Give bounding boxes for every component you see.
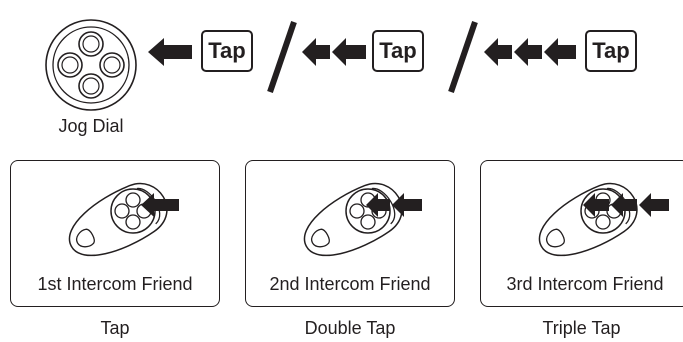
headset-remote-icon: [538, 182, 638, 257]
intercom-friend-panel-3: 3rd Intercom Friend: [480, 160, 683, 307]
intercom-friend-panel-1: 1st Intercom Friend: [10, 160, 220, 307]
intercom-friend-panel-2: 2nd Intercom Friend: [245, 160, 455, 307]
tap-button: Tap: [372, 30, 424, 72]
panel-label: 1st Intercom Friend: [37, 274, 193, 294]
separator-slash: [267, 21, 297, 93]
double-arrow-left-icon: [366, 193, 422, 217]
separator-slash: [448, 21, 478, 93]
panel-label: 2nd Intercom Friend: [269, 274, 431, 294]
caption-double-tap: Double Tap: [304, 318, 396, 338]
tap-button: Tap: [585, 30, 637, 72]
arrow-left-icon: [141, 193, 179, 217]
headset-remote-icon: [303, 182, 403, 257]
tap-button: Tap: [201, 30, 253, 72]
triple-arrow-left-icon: [583, 193, 669, 217]
triple-arrow-left-icon: [484, 38, 576, 66]
jog-dial-icon: [45, 19, 137, 111]
double-arrow-left-icon: [302, 38, 366, 66]
headset-remote-icon: [68, 182, 168, 257]
panel-label: 3rd Intercom Friend: [506, 274, 664, 294]
caption-tap: Tap: [100, 318, 130, 338]
jog-dial-label: Jog Dial: [58, 116, 124, 136]
arrow-left-icon: [148, 38, 192, 66]
caption-triple-tap: Triple Tap: [542, 318, 621, 338]
